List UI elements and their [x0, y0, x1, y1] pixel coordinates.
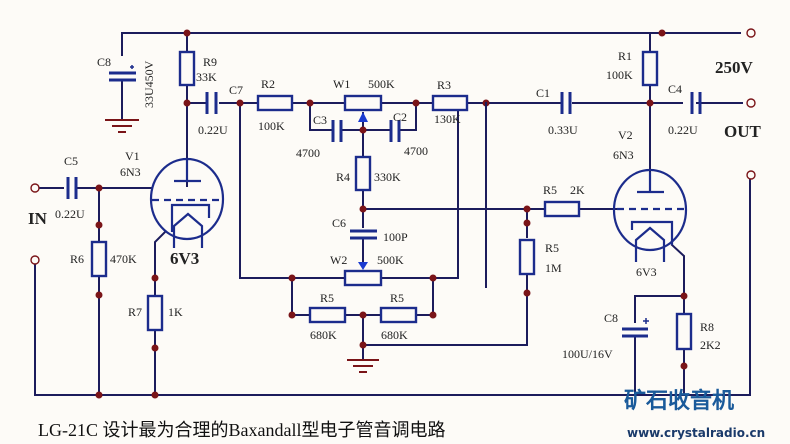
label-r2-ref: R2: [261, 77, 275, 91]
label-r4-value: 330K: [374, 170, 401, 184]
resistor-r5-left: [308, 306, 347, 324]
capacitor-c8-cathode: [622, 318, 649, 338]
tube-v2: [612, 168, 688, 262]
resistor-r3: [431, 94, 469, 112]
label-c6-ref: C6: [332, 216, 346, 230]
label-r7-ref: R7: [128, 305, 142, 319]
resistor-r5-1m: [518, 238, 536, 276]
label-r5c-ref: R5: [545, 241, 559, 255]
label-r7-value: 1K: [168, 305, 183, 319]
label-r4-ref: R4: [336, 170, 350, 184]
label-r6-value: 470K: [110, 252, 137, 266]
capacitor-c8-filter: [105, 65, 139, 133]
diagram-title: LG-21C 设计最为合理的Baxandall型电子管音调电路: [38, 420, 445, 440]
output-terminal[interactable]: [746, 98, 756, 108]
watermark-brand: 矿石收音机: [624, 388, 734, 414]
capacitor-c4: [690, 92, 702, 114]
capacitor-c2: [389, 120, 401, 142]
label-r8-ref: R8: [700, 320, 714, 334]
ground-symbol: [105, 119, 139, 133]
label-c2-value: 4700: [404, 144, 428, 158]
capacitor-c5: [66, 177, 78, 199]
capacitor-c1: [560, 92, 572, 114]
resistor-r5-2k: [543, 200, 581, 218]
label-c5-ref: C5: [64, 154, 78, 168]
input-ground-terminal[interactable]: [30, 255, 40, 265]
label-r8-value: 2K2: [700, 338, 721, 352]
label-v2-ref: V2: [618, 128, 633, 142]
label-c1-value: 0.33U: [548, 123, 578, 137]
resistor-r6: [90, 240, 108, 278]
potentiometer-w1: [343, 94, 383, 122]
watermark-url: www.crystalradio.cn: [627, 426, 765, 440]
resistor-r7: [146, 294, 164, 332]
label-w2-ref: W2: [330, 253, 347, 267]
tube-labels: V1 6N3 6V3 V2 6N3 6V3: [120, 128, 657, 279]
label-c7-value: 0.22U: [198, 123, 228, 137]
label-output: OUT: [724, 122, 762, 141]
label-r5d-value: 2K: [570, 183, 585, 197]
resistor-r9: [178, 50, 196, 87]
label-c8-value: 33U450V: [142, 60, 156, 108]
label-w1-ref: W1: [333, 77, 350, 91]
tube-v1: [149, 157, 225, 248]
label-v1-ref: V1: [125, 149, 140, 163]
label-w1-value: 500K: [368, 77, 395, 91]
label-v2-type: 6N3: [613, 148, 634, 162]
label-c8b-value: 100U/16V: [562, 347, 613, 361]
label-c5-value: 0.22U: [55, 207, 85, 221]
component-labels: C8 33U450V R9 33K C7 0.22U R2 100K W1 50…: [55, 49, 721, 361]
label-r5a-ref: R5: [320, 291, 334, 305]
resistor-r8: [675, 312, 693, 351]
supply-terminal[interactable]: [746, 28, 756, 38]
label-r9-value: 33K: [196, 70, 217, 84]
label-r3-ref: R3: [437, 78, 451, 92]
label-r2-value: 100K: [258, 119, 285, 133]
label-c1-ref: C1: [536, 86, 550, 100]
label-v1-heater: 6V3: [170, 249, 199, 268]
input-terminal[interactable]: [30, 183, 40, 193]
label-c7-ref: C7: [229, 83, 243, 97]
label-v2-heater: 6V3: [636, 265, 657, 279]
label-r6-ref: R6: [70, 252, 84, 266]
potentiometer-w2: [343, 262, 383, 287]
resistor-r4: [354, 155, 372, 192]
label-c4-ref: C4: [668, 82, 682, 96]
label-r5d-ref: R5: [543, 183, 557, 197]
label-r5c-value: 1M: [545, 261, 562, 275]
label-r9-ref: R9: [203, 55, 217, 69]
label-r5a-value: 680K: [310, 328, 337, 342]
label-c8-ref: C8: [97, 55, 111, 69]
label-supply: 250V: [715, 58, 754, 77]
junction-nodes: [95, 29, 688, 399]
label-v1-type: 6N3: [120, 165, 141, 179]
label-w2-value: 500K: [377, 253, 404, 267]
label-r1-value: 100K: [606, 68, 633, 82]
label-c6-value: 100P: [383, 230, 408, 244]
label-r5b-ref: R5: [390, 291, 404, 305]
label-c8b-ref: C8: [604, 311, 618, 325]
resistor-r1: [641, 50, 659, 87]
resistor-r2: [256, 94, 294, 112]
capacitor-c7: [205, 92, 218, 114]
label-c2-ref: C2: [393, 110, 407, 124]
label-r1-ref: R1: [618, 49, 632, 63]
wiper-arrow-icon: [358, 112, 368, 122]
resistor-r5-right: [379, 306, 418, 324]
capacitor-c6: [350, 229, 377, 240]
label-c4-value: 0.22U: [668, 123, 698, 137]
label-r3-value: 130K: [434, 112, 461, 126]
label-c3-ref: C3: [313, 113, 327, 127]
output-ground-terminal[interactable]: [746, 170, 756, 180]
ground-symbol: [347, 359, 379, 373]
wiper-arrow-icon: [358, 262, 368, 270]
label-input: IN: [28, 209, 48, 228]
label-c3-value: 4700: [296, 146, 320, 160]
capacitor-c3: [331, 120, 343, 142]
label-r5b-value: 680K: [381, 328, 408, 342]
